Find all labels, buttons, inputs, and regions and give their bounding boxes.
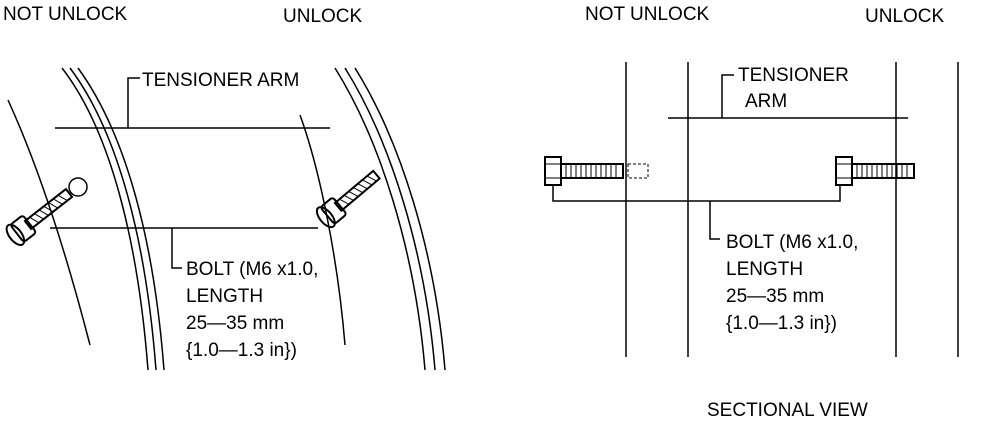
right-view: NOT UNLOCK UNLOCK TENSIONER ARM BOLT (M6… bbox=[544, 4, 959, 421]
left-outer-curve-3 bbox=[354, 67, 446, 371]
right-tensioner-leader bbox=[721, 74, 734, 118]
right-unlock-label: UNLOCK bbox=[865, 6, 945, 27]
right-tensioner-label-line2: ARM bbox=[745, 91, 787, 112]
left-bolt-leader bbox=[171, 228, 182, 269]
left-not-unlock-label: NOT UNLOCK bbox=[3, 4, 128, 25]
right-bolt-leader bbox=[709, 201, 720, 240]
right-tensioner-label-line1: TENSIONER bbox=[738, 65, 849, 86]
left-bolt-not-unlock bbox=[5, 187, 74, 247]
left-bolt-spec-line1: BOLT (M6 x1.0, bbox=[186, 259, 318, 280]
left-tensioner-arm-label: TENSIONER ARM bbox=[142, 70, 299, 91]
right-bolt-spec-line1: BOLT (M6 x1.0, bbox=[726, 232, 858, 253]
left-tensioner-leader bbox=[127, 77, 140, 128]
left-housing-curve-3 bbox=[69, 67, 157, 371]
left-unlock-label: UNLOCK bbox=[283, 6, 363, 27]
right-bolt-line bbox=[552, 185, 841, 202]
left-bolt-spec-line2: LENGTH bbox=[186, 286, 263, 307]
left-bolt-hole bbox=[68, 177, 88, 197]
right-bolt-spec-line2: LENGTH bbox=[726, 259, 803, 280]
left-outer-curve-1 bbox=[334, 67, 426, 371]
right-bolt-spec-line4: {1.0—1.3 in}) bbox=[726, 313, 837, 334]
left-housing-curve-4 bbox=[77, 67, 165, 371]
left-bolt-unlock bbox=[315, 169, 382, 229]
left-view: NOT UNLOCK UNLOCK TENSIONER ARM BOLT (M6… bbox=[3, 4, 446, 371]
right-bolt-unlock bbox=[835, 156, 915, 186]
right-bolt-spec-line3: 25—35 mm bbox=[726, 286, 824, 307]
left-bolt-spec-line4: {1.0—1.3 in}) bbox=[186, 340, 297, 361]
left-housing-curve-1 bbox=[7, 99, 91, 346]
left-arm-curve bbox=[299, 114, 346, 346]
right-not-unlock-label: NOT UNLOCK bbox=[585, 4, 710, 25]
left-outer-curve-2 bbox=[344, 67, 436, 371]
sectional-view-caption: SECTIONAL VIEW bbox=[707, 400, 868, 421]
left-bolt-spec-line3: 25—35 mm bbox=[186, 313, 284, 334]
left-housing-curve-2 bbox=[61, 67, 149, 371]
right-bolt-not-unlock bbox=[544, 156, 649, 186]
